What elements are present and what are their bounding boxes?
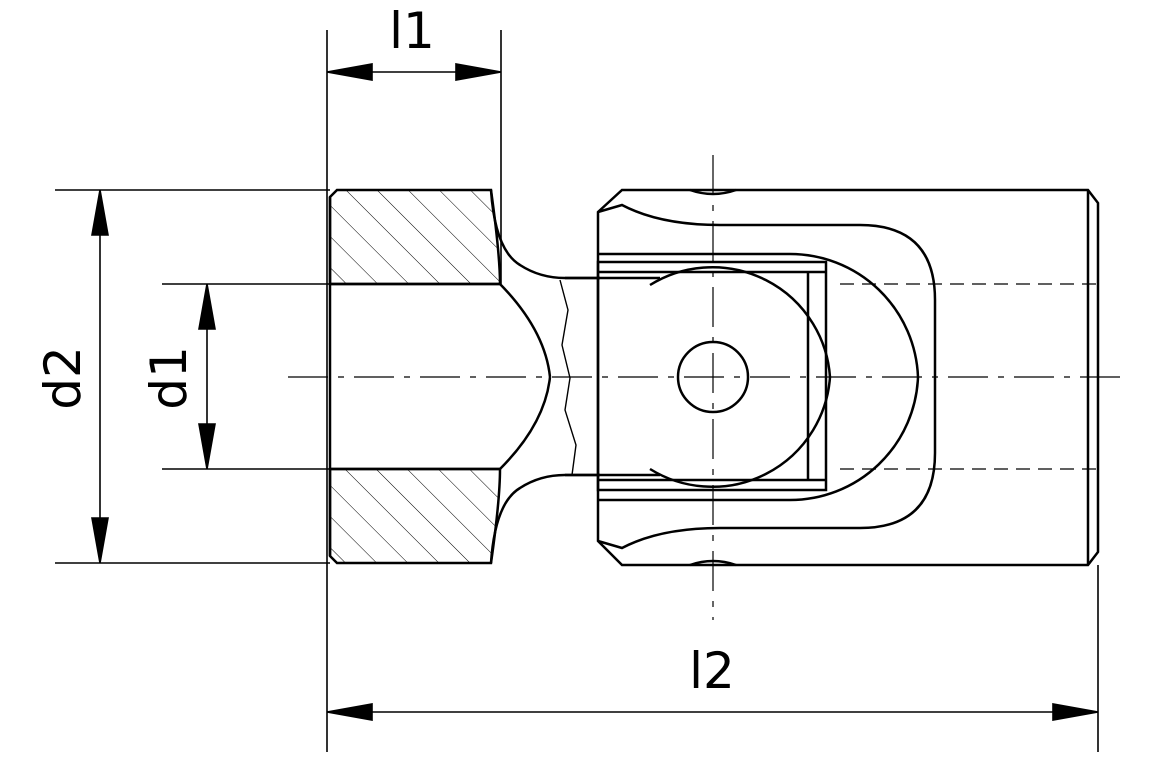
pin-mark-bottom (689, 559, 737, 567)
dim-l1-arrow-right (455, 63, 502, 81)
pin-mark-top (689, 188, 737, 196)
outer-yoke (596, 188, 1100, 567)
neck-inner-upper (499, 283, 552, 378)
extension-lines (55, 30, 1099, 752)
pin-hole (676, 340, 750, 414)
dim-d1-arrow-top (198, 283, 216, 330)
bottom-wall-hatch (328, 467, 502, 565)
top-wall-hatch (328, 188, 502, 286)
neck-lower-curve (489, 473, 600, 564)
label-d1: d1 (140, 346, 198, 410)
neck-inner-lower (499, 376, 552, 470)
neck-upper-curve (489, 189, 600, 280)
lower-fork-slot (597, 377, 937, 550)
label-d2: d2 (34, 346, 92, 410)
label-l1: l1 (389, 2, 435, 60)
yoke-rounded-end (649, 266, 832, 488)
dim-d2-arrow-bottom (91, 517, 109, 564)
neck (489, 189, 600, 564)
dim-d1-arrow-bottom (198, 423, 216, 470)
upper-fork-slot (597, 203, 937, 377)
center-lines (288, 155, 1128, 620)
break-line (559, 279, 577, 476)
dim-l2-arrow-left (326, 703, 373, 721)
dim-l1-arrow-left (326, 63, 373, 81)
left-socket-section (328, 188, 502, 565)
bore-outline (328, 197, 500, 556)
dimension-lines (91, 63, 1099, 721)
inner-yoke (565, 260, 832, 492)
fork-inner-arc (598, 252, 920, 502)
dim-l2-arrow-right (1052, 703, 1099, 721)
label-l2: l2 (689, 642, 735, 700)
tongue-outline (565, 276, 660, 477)
dim-d2-arrow-top (91, 189, 109, 236)
